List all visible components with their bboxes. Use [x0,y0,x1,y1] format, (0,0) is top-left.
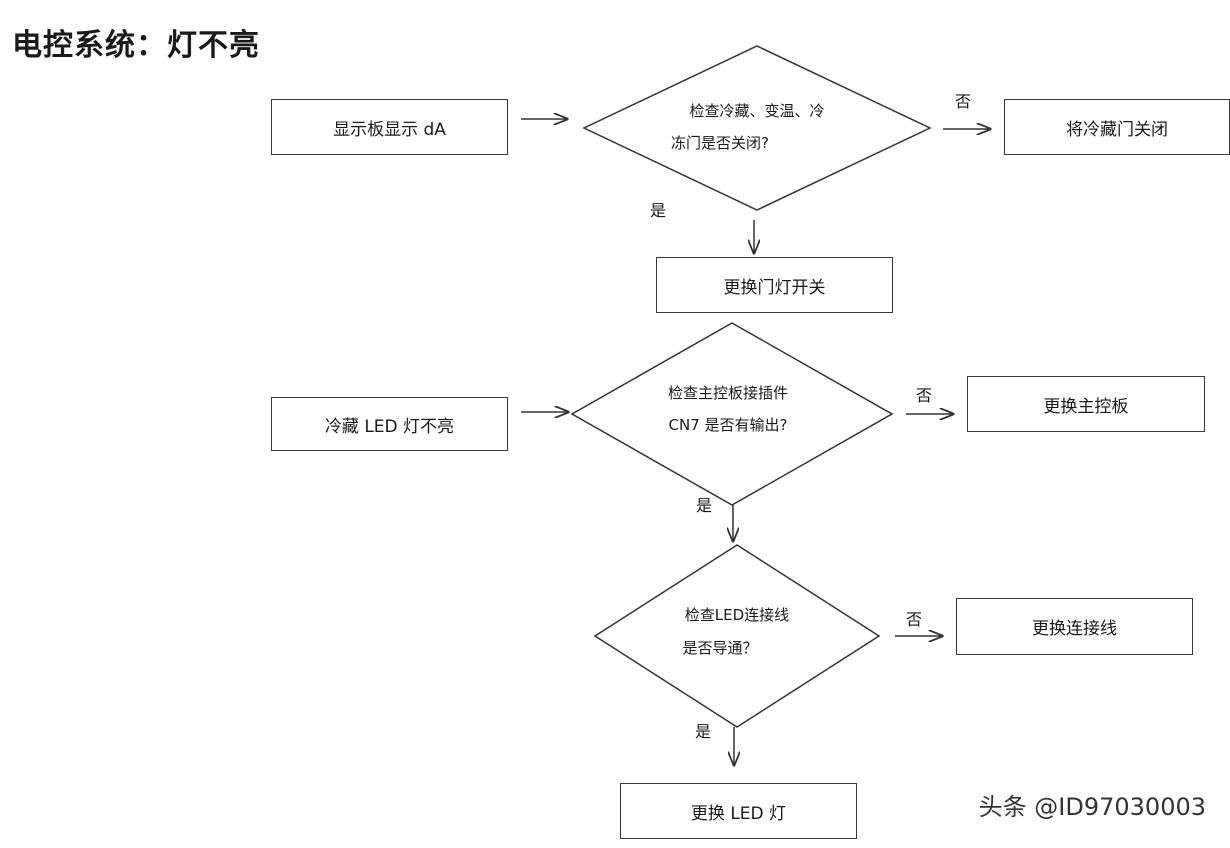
decision-led-wire-line2: 是否导通？ [682,639,757,657]
yes-label-1: 是 [650,201,666,220]
watermark: 头条 @ID97030003 [978,793,1206,821]
no-label-2: 否 [916,386,932,405]
action-replace-wire: 更换连接线 [956,598,1193,655]
decision-led-wire-line1: 检查LED连接线 [685,606,789,624]
decision-cn7-output [570,322,894,506]
action-replace-door-switch: 更换门灯开关 [656,257,893,313]
decision-door-closed [582,45,932,211]
action-close-fridge-door: 将冷藏门关闭 [1004,99,1230,155]
yes-label-2: 是 [696,496,712,515]
page-title: 电控系统：灯不亮 [12,28,260,63]
no-label-1: 否 [955,92,971,111]
action-replace-main-board: 更换主控板 [967,376,1205,432]
yes-label-3: 是 [695,722,711,741]
start-box-display-da: 显示板显示 dA [271,99,508,155]
decision-cn7-line1: 检查主控板接插件 [668,384,788,402]
decision-door-closed-line1: 检查冷藏、变温、冷 [689,102,824,120]
decision-cn7-line2: CN7 是否有输出? [669,416,788,434]
decision-door-closed-line2: 冻门是否关闭? [671,134,769,152]
decision-led-wire [593,544,881,728]
action-replace-led: 更换 LED 灯 [620,783,857,839]
no-label-3: 否 [906,610,922,629]
start-box-led-off: 冷藏 LED 灯不亮 [271,397,508,451]
